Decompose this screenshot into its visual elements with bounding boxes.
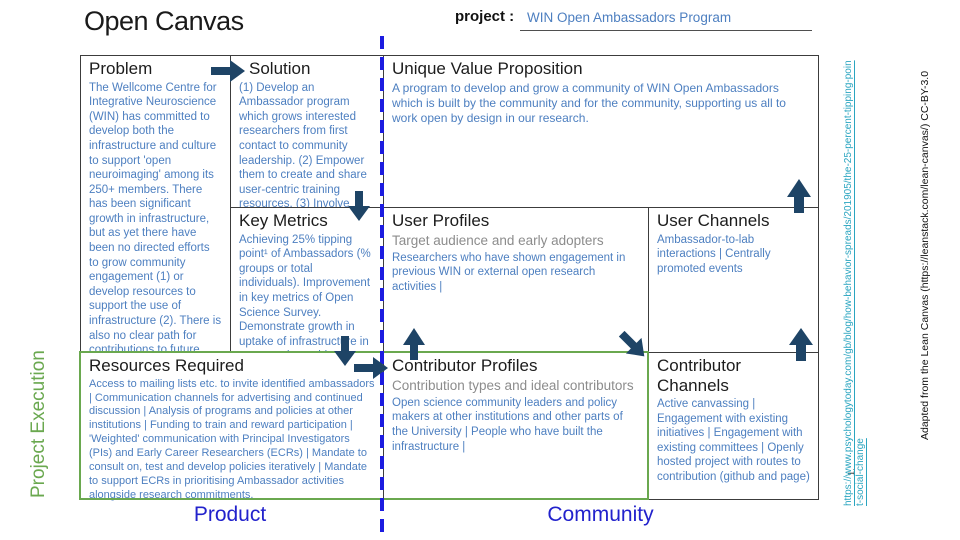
- contributor-channels-body: Active canvassing | Engagement with exis…: [657, 398, 810, 484]
- arrow-right-resources-to-contributor-profiles-icon: [354, 357, 388, 379]
- user-channels-box: User Channels Ambassador-to-lab interact…: [648, 207, 819, 353]
- user-profiles-subtitle: Target audience and early adopters: [392, 232, 604, 248]
- solution-title: Solution: [249, 59, 311, 78]
- project-name-field[interactable]: WIN Open Ambassadors Program: [527, 10, 732, 25]
- arrow-up-contributor-channels-to-user-channels-icon: [789, 328, 813, 361]
- key-metrics-title: Key Metrics: [239, 211, 328, 230]
- attribution-text: Adapted from the Lean Canvas (https://le…: [919, 70, 931, 440]
- problem-body: The Wellcome Centre for Integrative Neur…: [89, 81, 222, 386]
- resources-body: Access to mailing lists etc. to invite i…: [89, 377, 375, 502]
- solution-box: Solution (1) Develop an Ambassador progr…: [230, 55, 384, 239]
- user-profiles-title: User Profiles: [392, 211, 490, 230]
- arrow-right-problem-to-solution-icon: [211, 60, 245, 82]
- user-channels-body: Ambassador-to-lab interactions | Central…: [657, 233, 771, 275]
- contributor-profiles-subtitle: Contribution types and ideal contributor…: [392, 377, 634, 393]
- uvp-body: A program to develop and grow a communit…: [392, 80, 786, 126]
- contributor-profiles-body: Open science community leaders and polic…: [392, 396, 623, 453]
- page-title: Open Canvas: [84, 6, 244, 36]
- uvp-title: Unique Value Proposition: [392, 59, 583, 78]
- arrow-up-contributor-profiles-to-user-profiles-icon: [403, 328, 425, 360]
- arrow-up-user-channels-to-uvp-icon: [787, 179, 811, 213]
- key-metrics-box: Key Metrics Achieving 25% tipping point¹…: [230, 207, 384, 362]
- contributor-channels-box: Contributor Channels Active canvassing |…: [648, 352, 819, 500]
- community-section-label: Community: [547, 503, 654, 526]
- arrow-down-solution-to-key-metrics-icon: [348, 191, 370, 221]
- user-profiles-body: Researchers who have shown engagement in…: [392, 251, 626, 293]
- product-section-label: Product: [193, 503, 267, 526]
- problem-box: Problem The Wellcome Centre for Integrat…: [80, 55, 231, 385]
- user-channels-title: User Channels: [657, 211, 770, 230]
- project-label: project :: [455, 8, 515, 25]
- project-underline: [520, 30, 812, 31]
- unique-value-proposition-box: Unique Value Proposition A program to de…: [383, 55, 819, 208]
- contributor-profiles-title: Contributor Profiles: [392, 356, 538, 375]
- contributor-profiles-box: Contributor Profiles Contribution types …: [383, 352, 649, 500]
- resources-title: Resources Required: [89, 356, 244, 375]
- product-community-divider: [380, 36, 384, 540]
- resources-required-box: Resources Required Access to mailing lis…: [80, 352, 384, 501]
- contributor-channels-title: Contributor Channels: [657, 356, 742, 395]
- problem-title: Problem: [89, 59, 153, 78]
- project-execution-label: Project Execution: [28, 350, 49, 498]
- footnote-link[interactable]: https://www.psychologytoday.com/gb/blog/…: [843, 60, 866, 506]
- arrow-diagonal-contributor-profiles-to-channels-icon: [618, 330, 645, 357]
